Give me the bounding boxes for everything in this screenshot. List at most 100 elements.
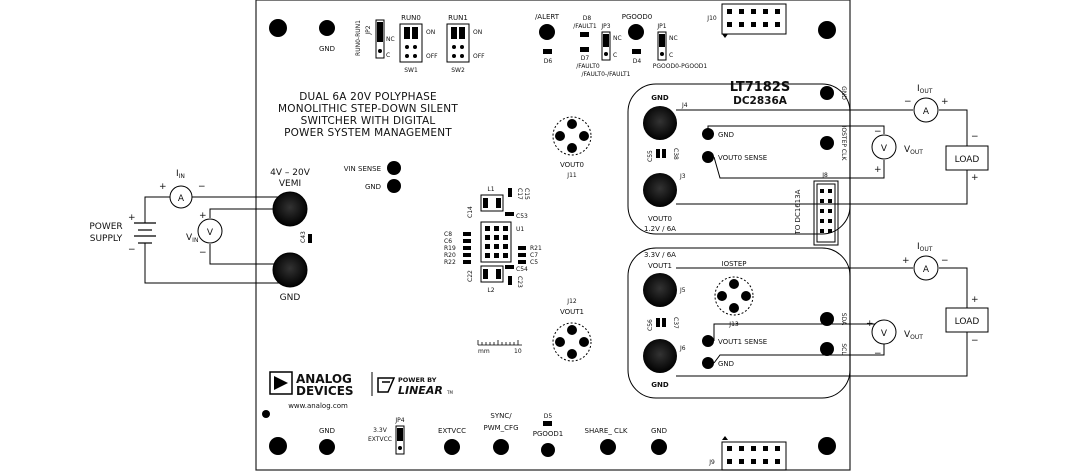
- bottom-gnd-1-label: GND: [319, 427, 335, 435]
- c54-cap: [505, 265, 514, 269]
- jp3-jumper: [601, 31, 611, 61]
- title-line-4: POWER SYSTEM MANAGEMENT: [284, 127, 452, 139]
- j11-probe-socket: [552, 116, 592, 156]
- extvcc-tp: [444, 439, 460, 455]
- c23-label: C23: [516, 276, 523, 288]
- pgood-bridge-label: PGOOD0-PGOOD1: [653, 63, 708, 70]
- vout0-ammeter-minus: −: [904, 97, 912, 107]
- iostep-clk-tp: [820, 136, 834, 150]
- website: www.analog.com: [288, 402, 348, 410]
- j13-probe-socket: [714, 276, 754, 316]
- d4-led: [632, 49, 641, 54]
- logo-analog-line-1: ANALOG: [296, 372, 352, 386]
- l2-label: L2: [487, 287, 494, 294]
- c37-label: C37: [672, 317, 679, 329]
- j3-terminal: [643, 173, 677, 207]
- input-ammeter: [169, 185, 193, 209]
- j9-header: [721, 441, 787, 471]
- j8-label: J8: [821, 172, 828, 179]
- r19-label: R19: [444, 245, 456, 252]
- voltmeter-plus: +: [199, 211, 207, 221]
- power-supply-label-2: SUPPLY: [90, 234, 123, 244]
- title-line-1: DUAL 6A 20V POLYPHASE: [299, 91, 437, 103]
- vout0-voltmeter-label: VOUT: [904, 145, 923, 156]
- vout1-sense-tp: [702, 335, 714, 347]
- bottom-gnd-2-label: GND: [651, 427, 667, 435]
- logo-analog-line-2: DEVICES: [296, 384, 354, 398]
- d8-led: [580, 32, 589, 37]
- vout1-spec: 3.3V / 6A: [644, 251, 676, 259]
- c6-label: C6: [444, 238, 452, 245]
- fiducial: [262, 410, 270, 418]
- j5-label: J5: [679, 287, 686, 294]
- c22-label: C22: [467, 270, 474, 282]
- input-gnd-label: GND: [280, 293, 301, 303]
- j6-label: J6: [679, 345, 686, 352]
- c56-label: C56: [647, 319, 654, 331]
- vout1-load-plus: +: [971, 295, 979, 305]
- iout1-label: IOUT: [917, 242, 933, 253]
- sw2-label: SW2: [451, 67, 465, 74]
- scl-label: SCL: [840, 343, 847, 355]
- input-wires: [144, 196, 290, 284]
- iout0-label: IOUT: [917, 84, 933, 95]
- jp1-c: C: [669, 52, 673, 59]
- sync-label: SYNC/: [490, 412, 512, 420]
- mounting-hole: [269, 437, 287, 455]
- d6-led: [543, 49, 552, 54]
- j5-terminal: [643, 273, 677, 307]
- vout0-voltmeter: [871, 134, 897, 160]
- jp1-jumper: [657, 31, 667, 61]
- pgood0-label: PGOOD0: [622, 13, 653, 21]
- c15-label: C15: [523, 188, 530, 200]
- vout0-label: VOUT0: [648, 215, 672, 223]
- sw2-off: OFF: [473, 53, 485, 60]
- logo-power-by: POWER BY: [398, 376, 437, 384]
- j12-vout1-label: VOUT1: [560, 308, 584, 316]
- c53-cap: [505, 212, 514, 216]
- share-clk-tp: [600, 439, 616, 455]
- l2-inductor: [480, 265, 504, 283]
- mounting-hole: [269, 19, 287, 37]
- vin-sense-label: VIN SENSE: [344, 165, 381, 173]
- u1-ic: [480, 221, 512, 263]
- d5-label: D5: [544, 413, 553, 420]
- supply-plus: +: [128, 213, 136, 223]
- r20-label: R20: [444, 252, 456, 259]
- passive-array-left: [463, 232, 471, 264]
- vemi-label: VEMI: [279, 179, 301, 189]
- jp2-label: JP2: [365, 25, 372, 35]
- vout1-sense-gnd-label: GND: [718, 360, 734, 368]
- c53-label: C53: [516, 213, 528, 220]
- run1-label: RUN1: [448, 14, 468, 22]
- battery-symbol: [134, 222, 156, 244]
- title-line-2: MONOLITHIC STEP-DOWN SILENT: [278, 103, 458, 115]
- analog-devices-logo: ANALOG DEVICES: [269, 371, 354, 398]
- c43-cap: [308, 234, 312, 243]
- r21-label: R21: [530, 245, 542, 252]
- jp2-nc: NC: [386, 36, 395, 43]
- vout1-load-label: LOAD: [955, 317, 980, 327]
- demo-board-number: DC2836A: [733, 95, 788, 107]
- jp1-label: JP1: [656, 23, 666, 30]
- vout0-ammeter-a: A: [923, 107, 930, 117]
- vout0-sense-gnd-label: GND: [718, 131, 734, 139]
- sync-tp: [493, 439, 509, 455]
- to-dc1613-label: TO DC1613A: [794, 189, 802, 235]
- jp3-label: JP3: [600, 23, 610, 30]
- vemi-terminal: [272, 191, 308, 227]
- c38-label: C38: [672, 148, 679, 160]
- vout1-ammeter: [913, 255, 939, 281]
- c7-label: C7: [530, 252, 538, 259]
- j3-label: J3: [679, 173, 686, 180]
- vout1-voltmeter-plus: +: [866, 319, 874, 329]
- vout0-ammeter: [913, 97, 939, 123]
- vout0-load-plus: +: [971, 173, 979, 183]
- sda-label: SDA: [840, 313, 847, 326]
- r22-label: R22: [444, 259, 456, 266]
- jp4-jumper: [395, 425, 405, 455]
- vout0-ammeter-plus: +: [941, 97, 949, 107]
- gnd-label: GND: [319, 45, 335, 53]
- l1-inductor: [480, 194, 504, 212]
- power-supply-label-1: POWER: [89, 222, 122, 232]
